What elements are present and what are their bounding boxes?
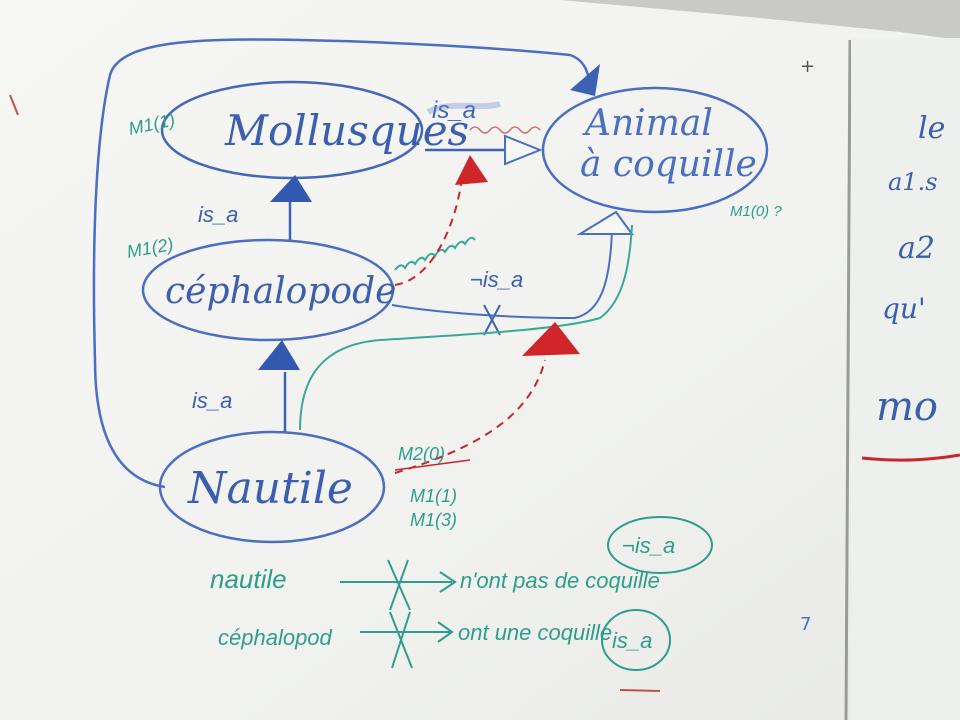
arrowhead-blue-mollusques: [270, 175, 312, 202]
smudge: [426, 101, 501, 115]
stray-red-mark: [9, 94, 19, 116]
not-isa-label-mid: ¬is_a: [470, 267, 523, 292]
cross-mark-mid: [483, 304, 501, 336]
arrowhead-hollow-animal: [504, 134, 543, 166]
stray-mark-top: +: [800, 56, 815, 77]
mark-nautile-m2: M2(0): [398, 444, 445, 464]
arrowhead-hollow-animal-bottom: [576, 210, 634, 235]
stray-mark-right: 7: [800, 614, 811, 635]
arrowhead-red-lower: [522, 322, 580, 356]
label-nautile: Nautile: [187, 463, 353, 514]
label-animal-line2: à coquille: [580, 144, 757, 185]
edge-nautile-animal-green: [299, 224, 633, 431]
mark-nautile-m1a: M1(1): [410, 486, 457, 506]
note-row2-text: ont une coquille: [458, 620, 612, 645]
note-row1-badge-circle: [607, 516, 713, 574]
note-row1-text: n'ont pas de coquille: [460, 568, 660, 593]
right-text-1: le: [918, 111, 945, 146]
stray-red-underline: [619, 689, 661, 692]
outer-blue-loop: [92, 38, 590, 489]
isa-label-ceph-moll: is_a: [198, 202, 238, 227]
wavy-red-underline: [469, 126, 541, 134]
isa-label-naut-ceph: is_a: [192, 388, 232, 413]
note-row2-badge-circle: [601, 609, 671, 671]
right-text-3: a2: [898, 231, 935, 266]
right-panel: [851, 38, 960, 720]
board-panel-divider: [844, 39, 852, 720]
label-animal-line1: Animal: [582, 103, 713, 144]
mark-nautile-m1b: M1(3): [410, 510, 457, 530]
note-row2-subject: céphalopod: [218, 625, 333, 650]
arrowhead-red-upper: [455, 155, 488, 185]
right-text-2: a1.s: [888, 168, 938, 196]
red-dashed-nautile: [394, 359, 546, 474]
wavy-green-ceph: [394, 236, 476, 271]
arrowhead-blue-cephalopode: [258, 340, 300, 370]
right-text-4: qu': [882, 292, 926, 325]
note-row2-badge: is_a: [612, 628, 652, 653]
note-row1-badge: ¬is_a: [622, 533, 675, 558]
isa-label-moll-animal: is_a: [432, 97, 476, 124]
edge-ceph-animal-blue: [391, 229, 613, 320]
label-mollusques: Mollusques: [224, 106, 469, 155]
node-nautile: [158, 430, 386, 544]
node-mollusques: [160, 80, 424, 180]
note-row1-subject: nautile: [210, 564, 287, 594]
board-top-frame: [560, 0, 960, 40]
mark-animal: M1(0) ?: [730, 203, 782, 220]
red-underline-m2: [394, 459, 471, 471]
label-cephalopode: céphalopode: [165, 271, 396, 312]
note-row2-arrow: [360, 611, 454, 669]
note-row1-arrow: [340, 559, 457, 611]
arrowhead-blue-animal-top: [570, 64, 600, 96]
right-text-5: mo: [876, 384, 938, 430]
right-red-underline: [861, 453, 960, 462]
node-animal-a-coquille: [541, 86, 769, 214]
node-cephalopode: [141, 238, 395, 342]
red-dashed-ceph: [394, 177, 463, 286]
